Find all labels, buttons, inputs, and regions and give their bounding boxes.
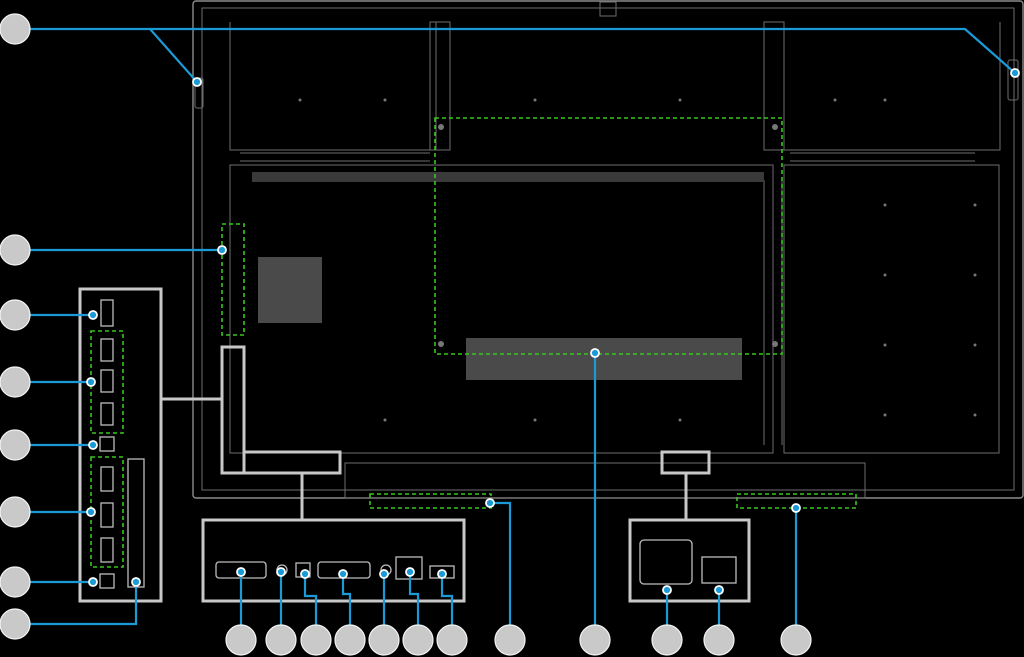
callout-5 — [0, 429, 31, 461]
callout-17 — [579, 624, 611, 656]
callout-16 — [494, 624, 526, 656]
callout-13 — [368, 624, 400, 656]
slot-cover — [127, 458, 145, 588]
callout-7 — [0, 566, 31, 598]
vent-grille-icon — [258, 257, 742, 380]
callouts — [0, 13, 812, 656]
mount-screws — [298, 98, 977, 422]
usb-b-port-icon — [99, 436, 115, 589]
hdmi-port-icon — [100, 299, 114, 563]
callout-10 — [265, 624, 297, 656]
callout-1 — [0, 13, 31, 45]
callout-4 — [0, 366, 31, 398]
callout-15 — [436, 624, 468, 656]
callout-14 — [402, 624, 434, 656]
display-back-chassis — [192, 0, 1024, 499]
callout-6 — [0, 496, 31, 528]
callout-9 — [225, 624, 257, 656]
highlight-side-slot — [221, 223, 245, 336]
leader-dots — [86, 68, 1020, 595]
handle-right — [1007, 59, 1019, 101]
top-rib-row — [252, 172, 764, 182]
power-panel — [628, 473, 751, 603]
callout-2 — [0, 234, 31, 266]
power-switch-icon — [701, 556, 737, 584]
callout-18 — [651, 624, 683, 656]
leader-lines — [15, 27, 1016, 638]
ac-inlet-icon — [639, 539, 693, 585]
callout-11 — [300, 624, 332, 656]
side-input-panel — [78, 287, 222, 603]
highlight-speaker-left — [369, 493, 492, 509]
bottom-input-panel — [201, 473, 466, 603]
callout-20 — [780, 624, 812, 656]
callout-8 — [0, 608, 31, 640]
callout-19 — [703, 624, 735, 656]
highlight-mount-area — [434, 117, 783, 355]
callout-12 — [334, 624, 366, 656]
callout-3 — [0, 299, 31, 331]
